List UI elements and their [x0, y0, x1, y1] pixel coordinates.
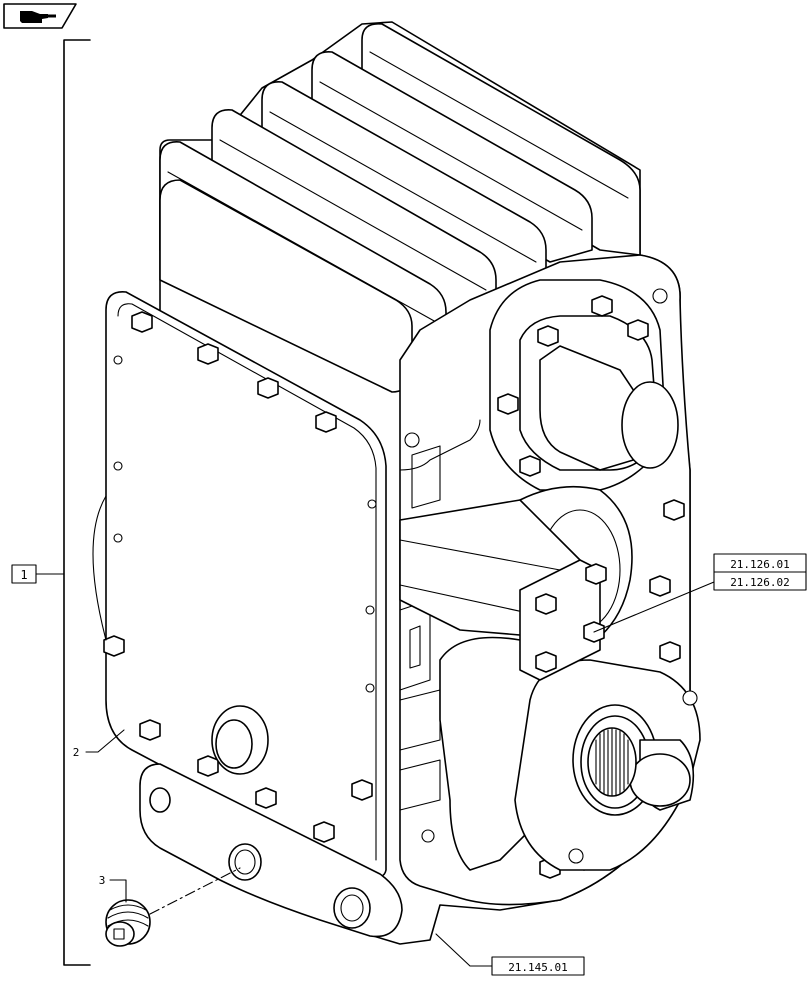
svg-text:21.126.02: 21.126.02 [730, 576, 790, 589]
transfer-case-housing [92, 21, 701, 945]
callout-3[interactable]: 3 [99, 874, 127, 903]
hand-pointing-icon[interactable] [3, 3, 77, 29]
ref-box-21-126-01[interactable]: 21.126.01 [713, 553, 807, 573]
svg-text:2: 2 [73, 746, 80, 759]
svg-text:21.126.01: 21.126.01 [730, 558, 790, 571]
ref-box-21-145-01[interactable]: 21.145.01 [491, 956, 585, 976]
threaded-plug [105, 899, 151, 947]
leader-lower-ref [435, 933, 493, 967]
ref-box-21-126-02[interactable]: 21.126.02 [713, 571, 807, 591]
leader-upper-ref [593, 581, 715, 633]
assembly-label[interactable]: 1 [11, 564, 37, 584]
callout-2[interactable]: 2 [73, 729, 125, 759]
assembly-bracket [35, 39, 91, 966]
svg-text:1: 1 [20, 568, 27, 582]
svg-text:3: 3 [99, 874, 106, 887]
svg-text:21.145.01: 21.145.01 [508, 961, 568, 974]
